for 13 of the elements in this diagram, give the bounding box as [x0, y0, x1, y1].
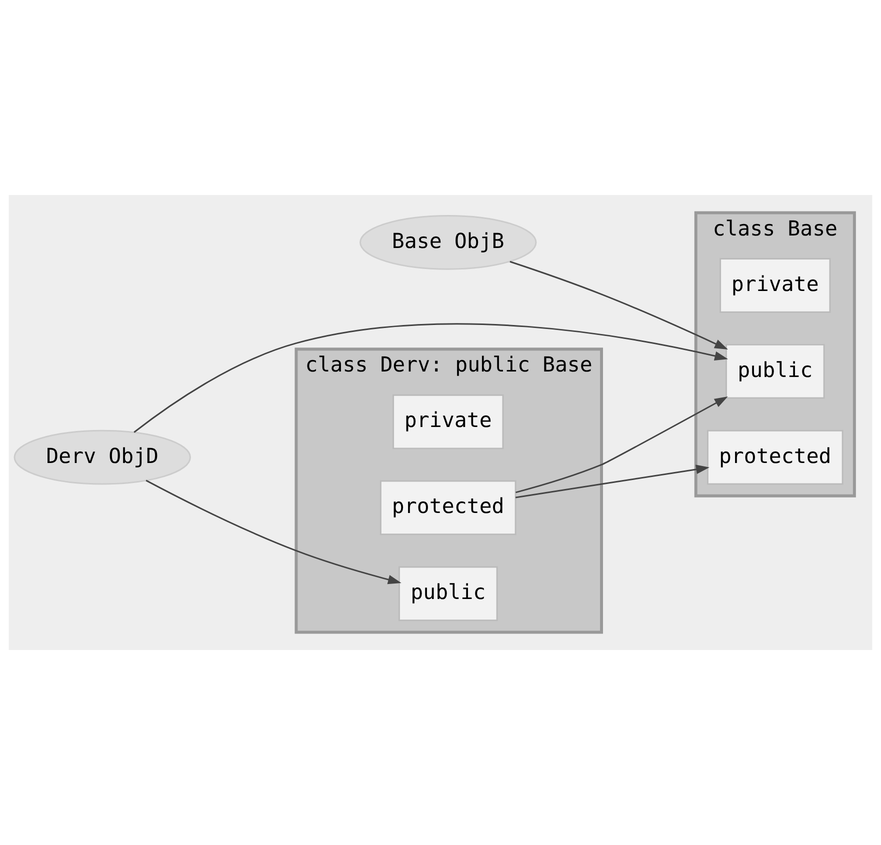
node-box: protected: [706, 430, 844, 485]
node-box: private: [720, 258, 831, 313]
arrow: [134, 323, 728, 433]
arrow: [516, 396, 728, 494]
node-box: protected: [380, 480, 516, 536]
node-box: public: [726, 344, 825, 399]
arrow: [510, 260, 728, 350]
node-ellipse: Base ObjB: [360, 215, 537, 270]
node-ellipse: Derv ObjD: [14, 430, 191, 485]
arrow: [146, 480, 402, 584]
node-box: private: [392, 394, 504, 450]
node-box: public: [398, 566, 498, 622]
arrow: [515, 464, 710, 498]
